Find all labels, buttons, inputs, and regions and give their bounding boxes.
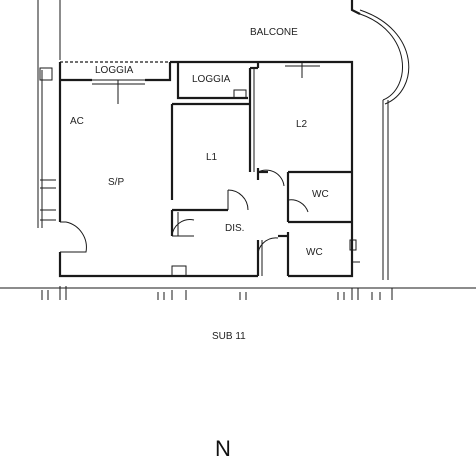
door-sp [171,219,195,237]
room-label-wc-top: WC [312,189,329,200]
door-wc-bottom [256,234,288,276]
wall-stub [171,265,187,277]
door-wc-top [287,199,309,213]
loggia-right-room [176,62,258,172]
window-l2 [285,61,320,78]
room-label-balcone: BALCONE [250,27,298,38]
room-label-l1: L1 [206,152,218,163]
left-exterior [37,0,56,228]
unit-label: SUB 11 [212,331,246,342]
room-label-loggia-right: LOGGIA [192,74,231,85]
room-label-ac: AC [70,116,84,127]
door-l2 [257,169,285,187]
lower-boundary [0,286,476,300]
door-l1 [227,189,249,211]
room-label-dis: DIS. [225,223,244,234]
room-label-sp: S/P [108,177,124,188]
room-label-loggia-left: LOGGIA [95,65,134,76]
balcony-outline [59,0,410,280]
outer-walls [58,60,354,278]
window-ac [92,79,145,104]
room-l1-walls [170,102,250,236]
north-label: N [215,436,231,461]
room-label-l2: L2 [296,119,308,130]
entrance-door [60,221,87,253]
room-label-wc-bottom: WC [306,247,323,258]
wc-bottom-right-detail [349,239,360,263]
room-l2-walls [256,168,352,276]
